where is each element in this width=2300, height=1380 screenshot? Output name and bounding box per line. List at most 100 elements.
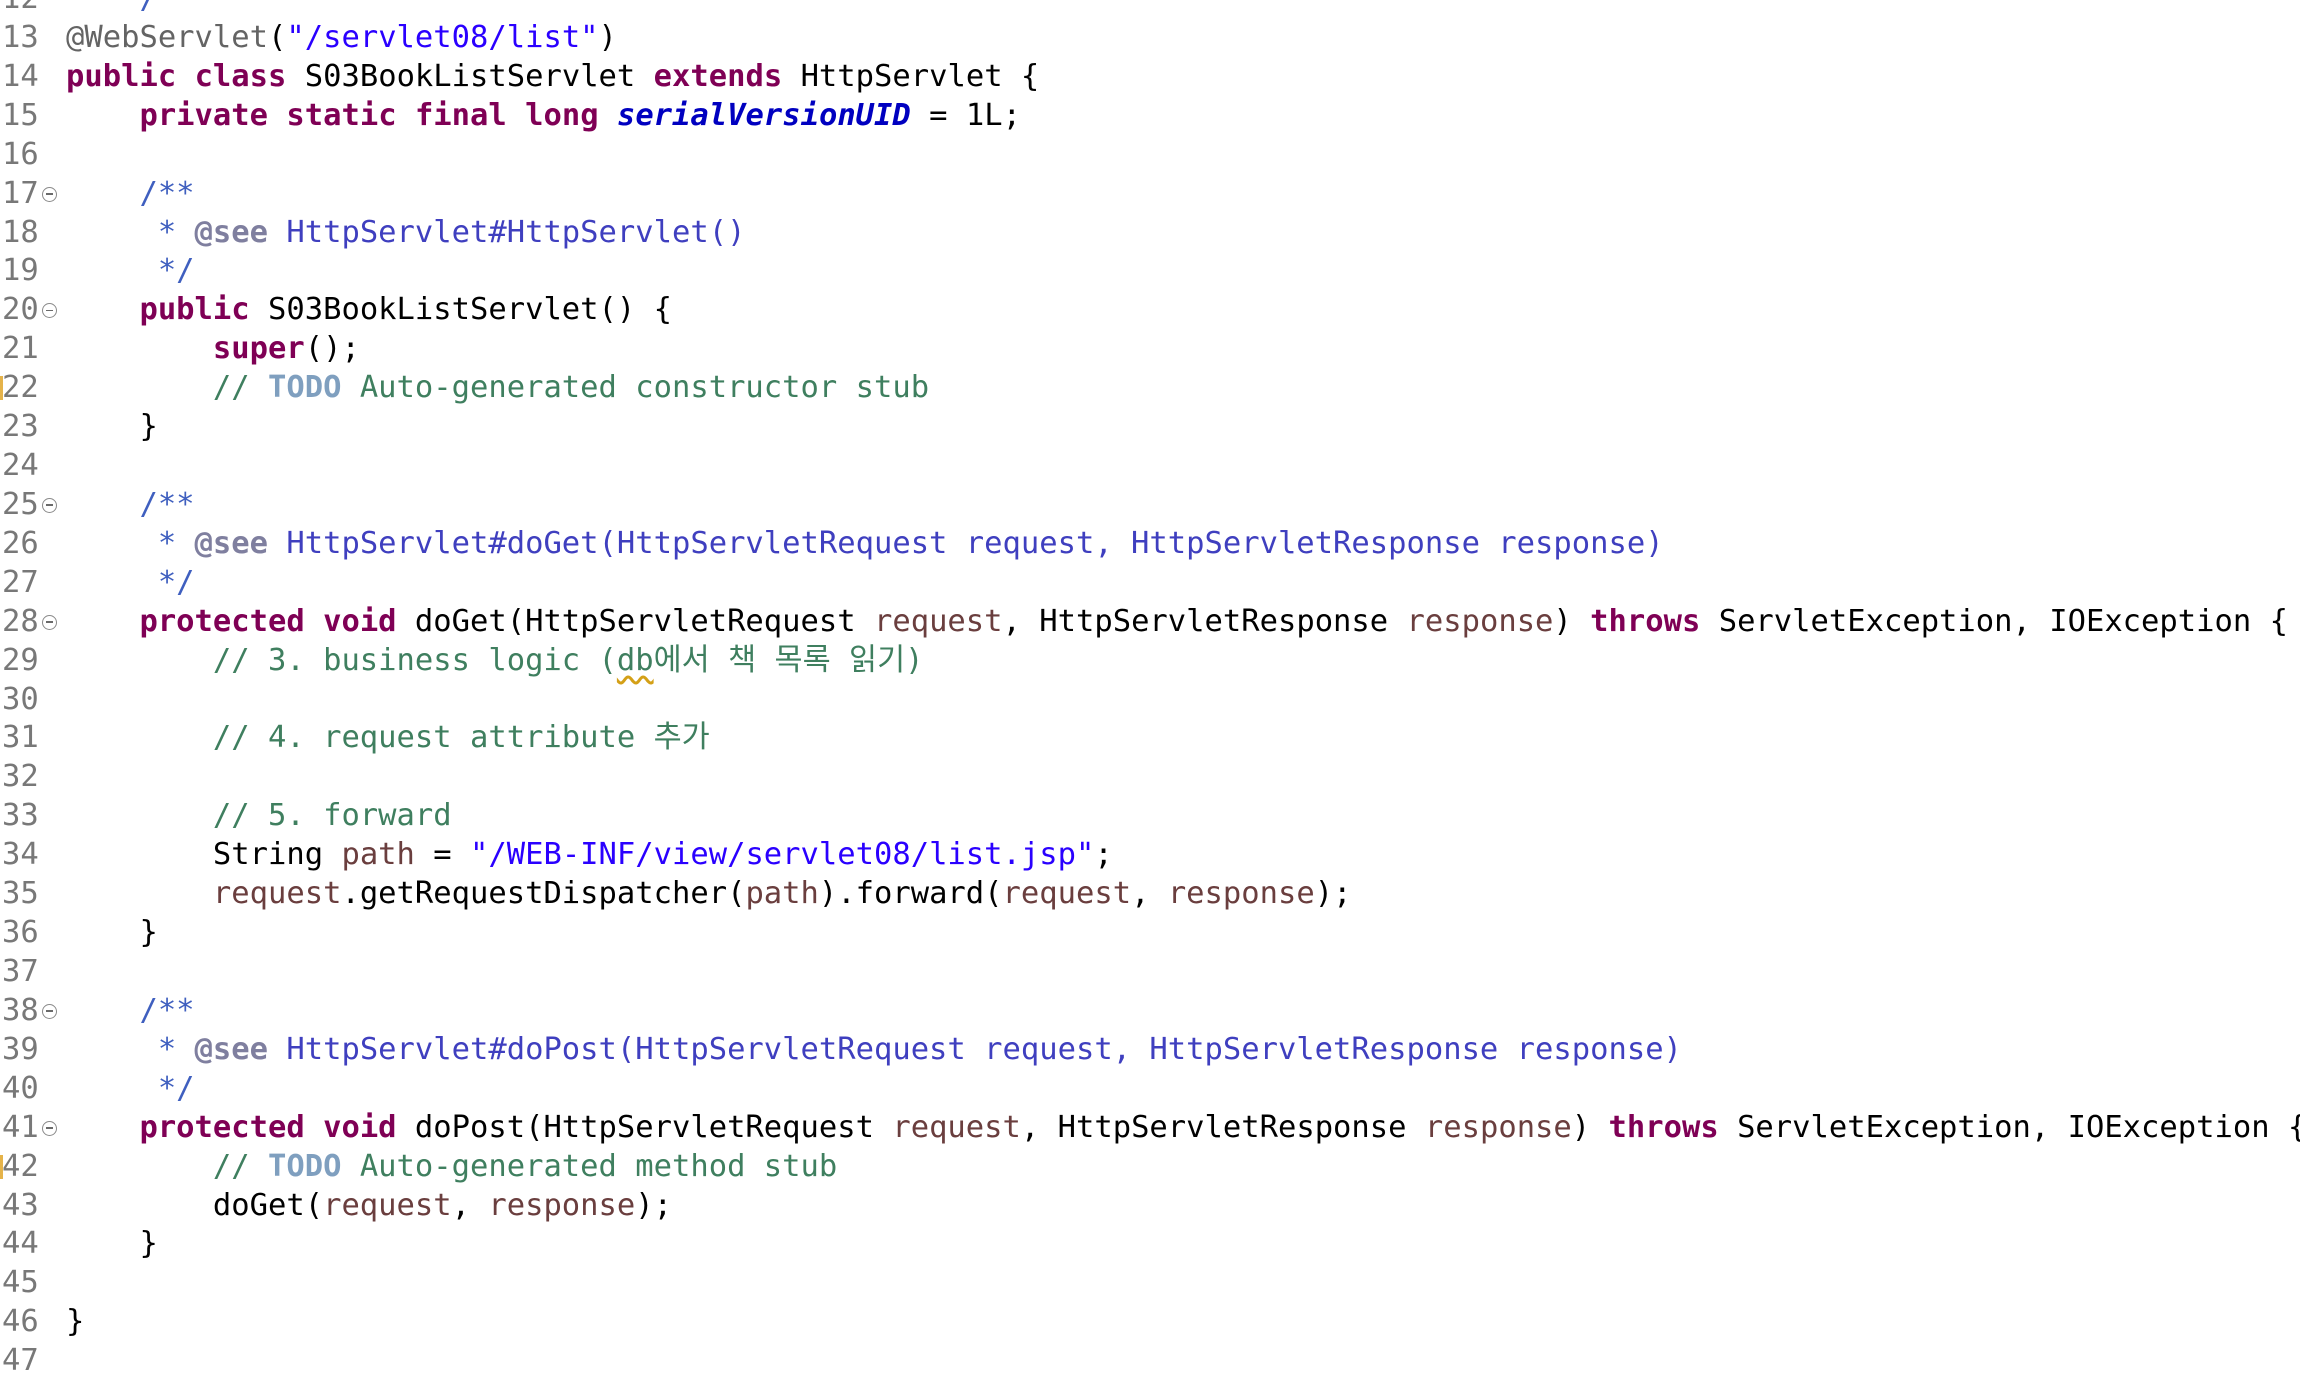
code-line[interactable]: 29 // 3. business logic (db에서 책 목록 읽기) bbox=[0, 642, 2300, 680]
code-line[interactable]: 37 bbox=[0, 953, 2300, 991]
code-text[interactable]: // TODO Auto-generated constructor stub bbox=[66, 369, 929, 407]
code-text[interactable]: */ bbox=[66, 0, 158, 18]
code-line[interactable]: 42 // TODO Auto-generated method stub bbox=[0, 1148, 2300, 1186]
code-token: throws bbox=[1608, 1109, 1719, 1145]
code-line[interactable]: 34 String path = "/WEB-INF/view/servlet0… bbox=[0, 836, 2300, 874]
code-text[interactable]: } bbox=[66, 408, 158, 446]
code-text[interactable]: @WebServlet("/servlet08/list") bbox=[66, 19, 617, 57]
code-text[interactable]: String path = "/WEB-INF/view/servlet08/l… bbox=[66, 836, 1113, 874]
code-token: ) bbox=[598, 19, 617, 55]
code-line[interactable]: 12 */ bbox=[0, 0, 2300, 18]
code-line[interactable]: 45 bbox=[0, 1264, 2300, 1302]
code-text[interactable]: /** bbox=[66, 486, 194, 524]
line-number: 29 bbox=[2, 642, 39, 678]
code-line[interactable]: 47 bbox=[0, 1342, 2300, 1380]
code-text[interactable]: // 5. forward bbox=[66, 797, 452, 835]
code-text[interactable]: // 3. business logic (db에서 책 목록 읽기) bbox=[66, 642, 924, 680]
code-line[interactable]: 25 /** bbox=[0, 486, 2300, 524]
code-line[interactable]: 39 * @see HttpServlet#doPost(HttpServlet… bbox=[0, 1031, 2300, 1069]
code-text[interactable]: */ bbox=[66, 252, 195, 290]
code-text[interactable]: doGet(request, response); bbox=[66, 1187, 672, 1225]
code-text[interactable]: public class S03BookListServlet extends … bbox=[66, 58, 1039, 96]
code-line[interactable]: 24 bbox=[0, 447, 2300, 485]
code-token: void bbox=[323, 1109, 397, 1145]
code-text[interactable]: */ bbox=[66, 564, 195, 602]
line-number: 34 bbox=[2, 837, 39, 873]
code-line[interactable]: 19 */ bbox=[0, 252, 2300, 290]
fold-collapse-icon[interactable] bbox=[42, 1120, 57, 1136]
code-text[interactable]: * @see HttpServlet#doGet(HttpServletRequ… bbox=[66, 525, 1664, 563]
code-line[interactable]: 43 doGet(request, response); bbox=[0, 1187, 2300, 1225]
line-number: 41 bbox=[2, 1109, 39, 1145]
fold-collapse-icon[interactable] bbox=[42, 303, 57, 319]
task-marker-icon[interactable] bbox=[0, 376, 3, 401]
code-line[interactable]: 28 protected void doGet(HttpServletReque… bbox=[0, 603, 2300, 641]
code-text[interactable]: * @see HttpServlet#HttpServlet() bbox=[66, 214, 746, 252]
code-token: } bbox=[66, 409, 158, 445]
code-token: = 1L; bbox=[910, 97, 1021, 133]
code-token: @see bbox=[194, 525, 268, 561]
code-line[interactable]: 31 // 4. request attribute 추가 bbox=[0, 719, 2300, 757]
code-line[interactable]: 26 * @see HttpServlet#doGet(HttpServletR… bbox=[0, 525, 2300, 563]
line-number: 43 bbox=[2, 1187, 39, 1223]
code-line[interactable]: 27 */ bbox=[0, 564, 2300, 602]
code-token: class bbox=[194, 58, 287, 94]
code-text[interactable]: } bbox=[66, 914, 157, 952]
fold-collapse-icon[interactable] bbox=[42, 186, 57, 202]
code-token: serialVersionUID bbox=[616, 97, 911, 133]
code-token: final bbox=[414, 97, 507, 133]
fold-collapse-icon[interactable] bbox=[42, 1003, 57, 1019]
code-line[interactable]: 13 @WebServlet("/servlet08/list") bbox=[0, 19, 2300, 57]
code-token: private bbox=[139, 97, 268, 133]
code-token: @WebServlet bbox=[66, 19, 268, 55]
code-token: TODO bbox=[268, 370, 342, 406]
code-line[interactable]: 40 */ bbox=[0, 1070, 2300, 1108]
code-text[interactable]: /** bbox=[66, 175, 194, 213]
code-line[interactable]: 38 /** bbox=[0, 992, 2300, 1030]
code-line[interactable]: 46} bbox=[0, 1303, 2300, 1341]
code-text[interactable]: /** bbox=[66, 992, 194, 1030]
code-token: = bbox=[414, 837, 470, 873]
code-text[interactable]: super(); bbox=[66, 330, 360, 368]
code-line[interactable]: 18 * @see HttpServlet#HttpServlet() bbox=[0, 214, 2300, 252]
code-text[interactable]: } bbox=[66, 1303, 84, 1341]
code-line[interactable]: 15 private static final long serialVersi… bbox=[0, 97, 2300, 135]
code-line[interactable]: 16 bbox=[0, 136, 2300, 174]
code-line[interactable]: 44 } bbox=[0, 1225, 2300, 1263]
fold-collapse-icon[interactable] bbox=[42, 614, 57, 630]
task-marker-icon[interactable] bbox=[0, 1154, 3, 1179]
code-line[interactable]: 32 bbox=[0, 758, 2300, 796]
code-line[interactable]: 35 request.getRequestDispatcher(path).fo… bbox=[0, 875, 2300, 913]
code-token bbox=[397, 98, 415, 133]
code-text[interactable]: } bbox=[66, 1225, 157, 1263]
code-token: protected bbox=[139, 1109, 305, 1145]
code-line[interactable]: 17 /** bbox=[0, 175, 2300, 213]
code-token: , HttpServletResponse bbox=[1002, 603, 1407, 639]
code-line[interactable]: 23 } bbox=[0, 408, 2300, 446]
line-number: 13 bbox=[2, 19, 39, 55]
code-text[interactable]: protected void doPost(HttpServletRequest… bbox=[66, 1109, 2300, 1147]
code-text[interactable]: * @see HttpServlet#doPost(HttpServletReq… bbox=[66, 1031, 1682, 1069]
code-line[interactable]: 21 super(); bbox=[0, 330, 2300, 368]
code-line[interactable]: 30 bbox=[0, 681, 2300, 719]
code-line[interactable]: 41 protected void doPost(HttpServletRequ… bbox=[0, 1109, 2300, 1147]
code-line[interactable]: 22 // TODO Auto-generated constructor st… bbox=[0, 369, 2300, 407]
code-token: ); bbox=[635, 1187, 672, 1223]
code-text[interactable]: request.getRequestDispatcher(path).forwa… bbox=[66, 875, 1352, 913]
code-line[interactable]: 20 public S03BookListServlet() { bbox=[0, 291, 2300, 329]
code-text[interactable]: // 4. request attribute 추가 bbox=[66, 719, 710, 757]
code-line[interactable]: 36 } bbox=[0, 914, 2300, 952]
code-line[interactable]: 33 // 5. forward bbox=[0, 797, 2300, 835]
code-text[interactable]: // TODO Auto-generated method stub bbox=[66, 1148, 837, 1186]
code-token: protected bbox=[139, 603, 305, 639]
fold-collapse-icon[interactable] bbox=[42, 497, 57, 513]
code-token: , HttpServletResponse bbox=[1020, 1109, 1425, 1145]
code-text[interactable]: protected void doGet(HttpServletRequest … bbox=[66, 603, 2288, 641]
code-token bbox=[305, 1110, 323, 1145]
code-text[interactable]: private static final long serialVersionU… bbox=[66, 97, 1021, 135]
code-text[interactable]: */ bbox=[66, 1070, 195, 1108]
code-text[interactable]: public S03BookListServlet() { bbox=[66, 291, 672, 329]
line-number: 18 bbox=[2, 214, 39, 250]
